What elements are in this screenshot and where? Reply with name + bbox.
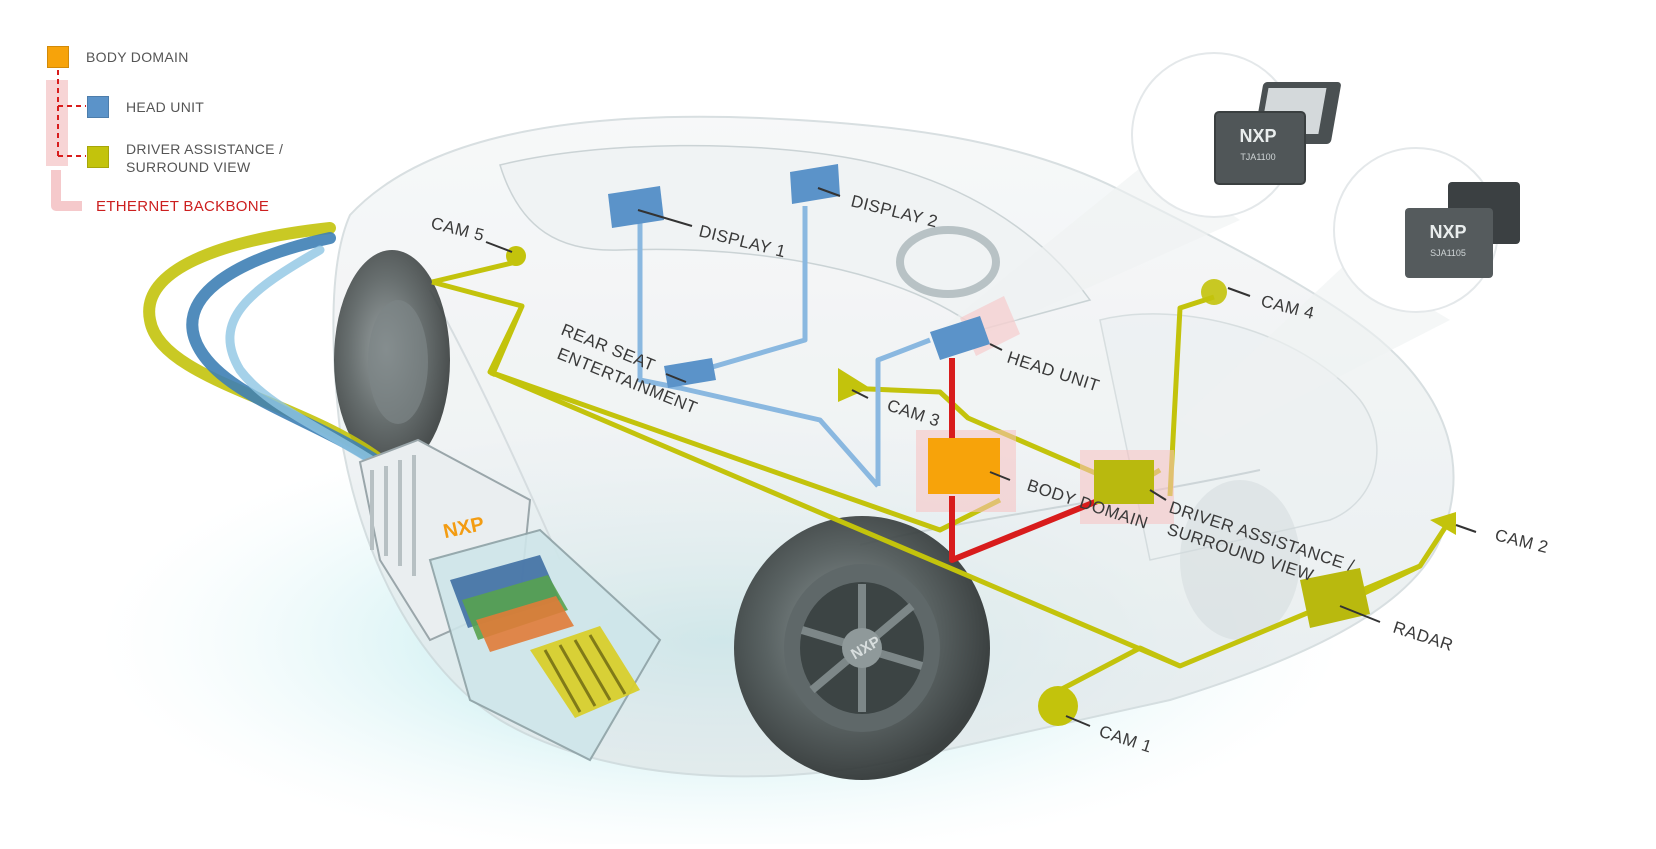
- chip2-brand-text: NXP: [1429, 222, 1466, 242]
- ethernet-cable: [143, 222, 403, 483]
- legend-label-driver-assistance-2: SURROUND VIEW: [126, 159, 251, 175]
- legend-swatch-driver-assistance: [87, 146, 109, 168]
- head-unit-links: [637, 206, 931, 488]
- cam2-node: [1430, 512, 1456, 535]
- chip-callout-tja1100: NXP TJA1100: [1131, 52, 1341, 218]
- radar-node: [1300, 568, 1370, 628]
- ethernet-backbone-lines: [949, 358, 1102, 563]
- driver-assistance-node: [1094, 460, 1154, 504]
- rear-wheel: [334, 250, 450, 470]
- rear-seat-node: [664, 358, 716, 388]
- cam5-node: [506, 246, 526, 266]
- label-leaders: [485, 187, 1477, 727]
- cam1-node: [1038, 686, 1078, 726]
- label-radar: RADAR: [1391, 618, 1456, 655]
- chip-callout-sja1105: NXP SJA1105: [1333, 147, 1520, 313]
- cam4-node: [1201, 279, 1227, 305]
- legend-label-head-unit: HEAD UNIT: [126, 99, 205, 115]
- cam3-node: [838, 368, 870, 402]
- legend-label-body-domain: BODY DOMAIN: [86, 49, 189, 65]
- head-unit-node: [930, 316, 990, 360]
- chip2-part-text: SJA1105: [1430, 248, 1466, 258]
- legend-swatch-body-domain: [47, 46, 69, 68]
- front-wheel: NXP: [734, 516, 990, 780]
- display1-node: [608, 186, 664, 228]
- legend-swatch-head-unit: [87, 96, 109, 118]
- label-cam2: CAM 2: [1493, 525, 1550, 557]
- steering-wheel: [896, 226, 1000, 298]
- legend-connectors: [46, 70, 86, 211]
- chip1-part-text: TJA1100: [1240, 152, 1275, 162]
- body-domain-node: [928, 438, 1000, 494]
- rj45-connector: NXP: [358, 438, 662, 762]
- legend-label-driver-assistance-1: DRIVER ASSISTANCE /: [126, 141, 284, 157]
- far-wheel: [1180, 480, 1300, 640]
- legend: BODY DOMAIN HEAD UNIT DRIVER ASSISTANCE …: [0, 0, 320, 240]
- head-unit-nodes: [608, 164, 990, 388]
- callout-beam-1: [940, 160, 1240, 345]
- legend-label-ethernet-backbone: ETHERNET BACKBONE: [96, 198, 270, 215]
- chip1-brand-text: NXP: [1239, 126, 1276, 146]
- display2-node: [790, 164, 840, 204]
